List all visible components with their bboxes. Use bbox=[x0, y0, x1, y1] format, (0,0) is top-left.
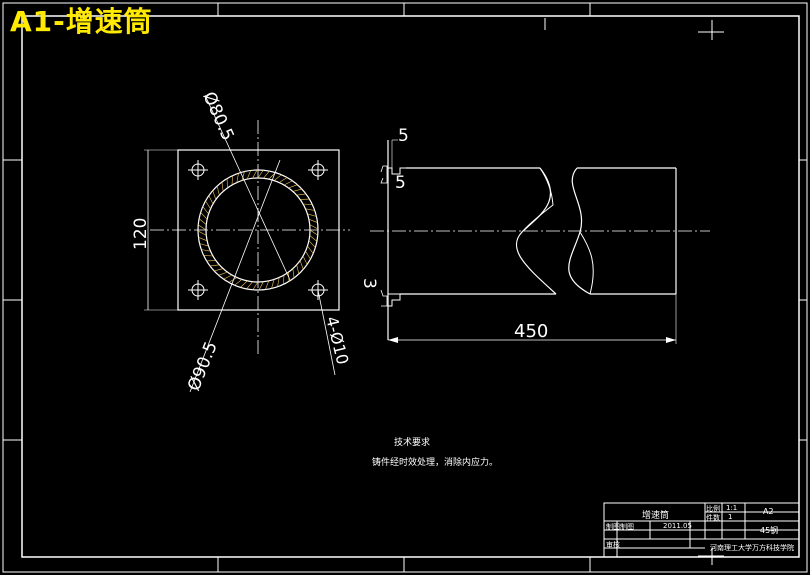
leader-lower-dia bbox=[189, 159, 281, 393]
tb-designer: 制图 bbox=[620, 523, 634, 531]
bottom-step bbox=[388, 293, 401, 307]
tube-hatching bbox=[197, 169, 319, 291]
dim-step-bottom: 3 bbox=[359, 278, 379, 289]
tb-qty: 1 bbox=[728, 513, 733, 521]
zone-markers bbox=[3, 3, 807, 572]
dim-dia-inner: Ø90.5 bbox=[184, 339, 222, 394]
tb-part-name: 增速筒 bbox=[642, 511, 670, 521]
inner-frame bbox=[21, 15, 800, 558]
leader-holes bbox=[317, 289, 336, 376]
drawing-title: A1-增速筒 bbox=[10, 5, 153, 38]
tube-outer-circle bbox=[197, 169, 319, 291]
registration-marks bbox=[544, 18, 724, 565]
flange-view bbox=[144, 94, 350, 393]
tube-side-view bbox=[370, 139, 710, 344]
tb-school: 河南理工大学万方科技学院 bbox=[710, 544, 794, 552]
tb-date: 2011.05 bbox=[663, 522, 692, 530]
tb-material: 45钢 bbox=[760, 526, 779, 535]
dim-height: 120 bbox=[131, 218, 151, 250]
tube-dim-texts: 5 5 3 450 bbox=[359, 126, 548, 342]
dim-step-top: 5 bbox=[398, 126, 409, 146]
flange-dim-texts: Ø80.5 Ø90.5 120 4-Ø10 bbox=[131, 89, 352, 394]
dim-dia-outer: Ø80.5 bbox=[198, 89, 237, 144]
tb-scale-label: 比例 bbox=[706, 505, 720, 513]
leader-upper-dia bbox=[204, 94, 291, 281]
tb-scale: 1:1 bbox=[726, 504, 738, 512]
tech-requirements-heading: 技术要求 bbox=[394, 438, 431, 448]
top-step bbox=[388, 167, 406, 175]
dim-step-mid: 5 bbox=[395, 173, 406, 193]
dim-holes: 4-Ø10 bbox=[322, 314, 352, 366]
title-block bbox=[603, 502, 800, 558]
tb-qty-label: 件数 bbox=[706, 514, 720, 522]
dim-length: 450 bbox=[514, 321, 548, 342]
tb-check-label: 审核 bbox=[606, 541, 620, 549]
tb-drawn-label: 制图 bbox=[606, 523, 620, 531]
tech-requirements-line: 铸件经时效处理，消除内应力。 bbox=[372, 458, 499, 468]
tb-sheet-size: A2 bbox=[763, 507, 774, 516]
